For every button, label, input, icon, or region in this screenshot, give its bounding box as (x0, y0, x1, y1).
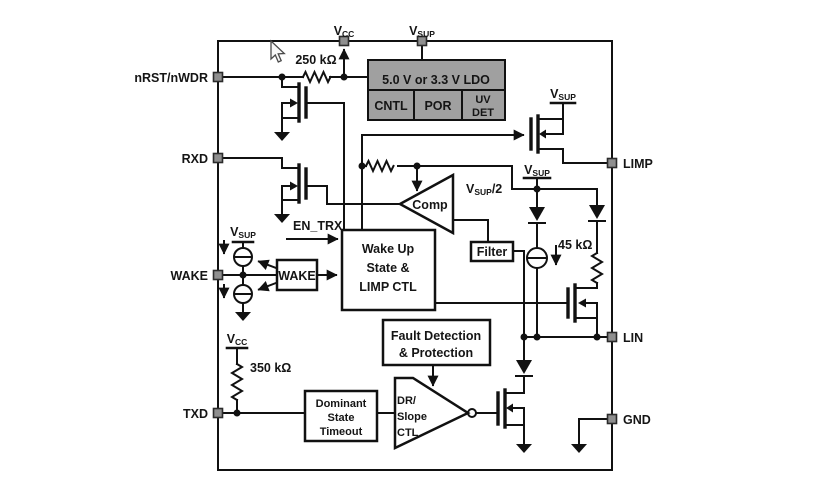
rxd-pin (212, 152, 224, 164)
slope-label-2: Slope (397, 411, 427, 423)
lin-pin-label: LIN (623, 331, 643, 345)
por-label: POR (424, 99, 451, 113)
wake-block: WAKE (275, 258, 319, 292)
nrst-pin-label: nRST/nWDR (134, 71, 208, 85)
ic-boundary (217, 40, 613, 471)
dominant-timeout-block: Dominant State Timeout (303, 389, 379, 443)
wakeup-state-block: Wake Up State & LIMP CTL (340, 228, 437, 312)
en-trx-label: EN_TRX (293, 219, 343, 233)
nrst-pin (212, 71, 224, 83)
resistor-45k-label: 45 kΩ (558, 238, 592, 252)
uv-det-label2: DET (472, 107, 494, 119)
vsup-comp-ref-label: VSUP/2 (466, 182, 502, 197)
wires (218, 40, 609, 453)
txd-pin-label: TXD (183, 407, 208, 421)
vsup-pin (416, 35, 428, 47)
filter-block: Filter (469, 240, 515, 263)
wakeup-label-1: Wake Up (362, 242, 415, 256)
ldo-label: 5.0 V or 3.3 V LDO (382, 73, 490, 87)
vsup-top-label: VSUP (409, 24, 435, 39)
txd-pin (212, 407, 224, 419)
comparator: Comp (397, 172, 455, 236)
slope-label-3: CTL (397, 427, 419, 439)
filter-label: Filter (477, 245, 508, 259)
limp-pin-label: LIMP (623, 157, 653, 171)
wake-block-label: WAKE (278, 269, 316, 283)
vsup-wake-label: VSUP (230, 225, 256, 240)
ldo-block: 5.0 V or 3.3 V LDO CNTL POR UV DET (367, 59, 506, 121)
gnd-pin (606, 413, 618, 425)
vsup-pmos-label: VSUP (550, 87, 576, 102)
resistor-250k-label: 250 kΩ (295, 53, 336, 67)
wakeup-label-3: LIMP CTL (359, 280, 417, 294)
fault-detection-block: Fault Detection & Protection (381, 318, 492, 367)
fault-label-2: & Protection (399, 346, 473, 360)
cntl-label: CNTL (374, 99, 408, 113)
dominant-label-2: State (328, 412, 355, 424)
resistor-350k-label: 350 kΩ (250, 361, 291, 375)
fault-label-1: Fault Detection (391, 329, 481, 343)
gnd-pin-label: GND (623, 413, 651, 427)
vcc-pin (338, 35, 350, 47)
lin-pin (606, 331, 618, 343)
junction-dots (233, 73, 601, 417)
vsup-mid-label: VSUP (524, 163, 550, 178)
uv-det-label: UV (475, 94, 491, 106)
vcc-lower-label: VCC (227, 332, 248, 347)
rxd-pin-label: RXD (182, 152, 208, 166)
slope-control-buffer: DR/ Slope CTL (393, 376, 477, 450)
mouse-cursor (270, 39, 286, 63)
dominant-label-3: Timeout (320, 426, 363, 438)
wake-pin-label: WAKE (171, 269, 209, 283)
wakeup-label-2: State & (366, 261, 409, 275)
pins (212, 35, 618, 425)
dominant-label-1: Dominant (316, 398, 367, 410)
wake-pin (212, 269, 224, 281)
vcc-top-label: VCC (334, 24, 355, 39)
comp-label: Comp (412, 198, 448, 212)
slope-label-1: DR/ (397, 395, 416, 407)
labels: VCC VSUP 250 kΩ nRST/nWDR RXD WAKE TXD L… (134, 24, 652, 427)
limp-pin (606, 157, 618, 169)
